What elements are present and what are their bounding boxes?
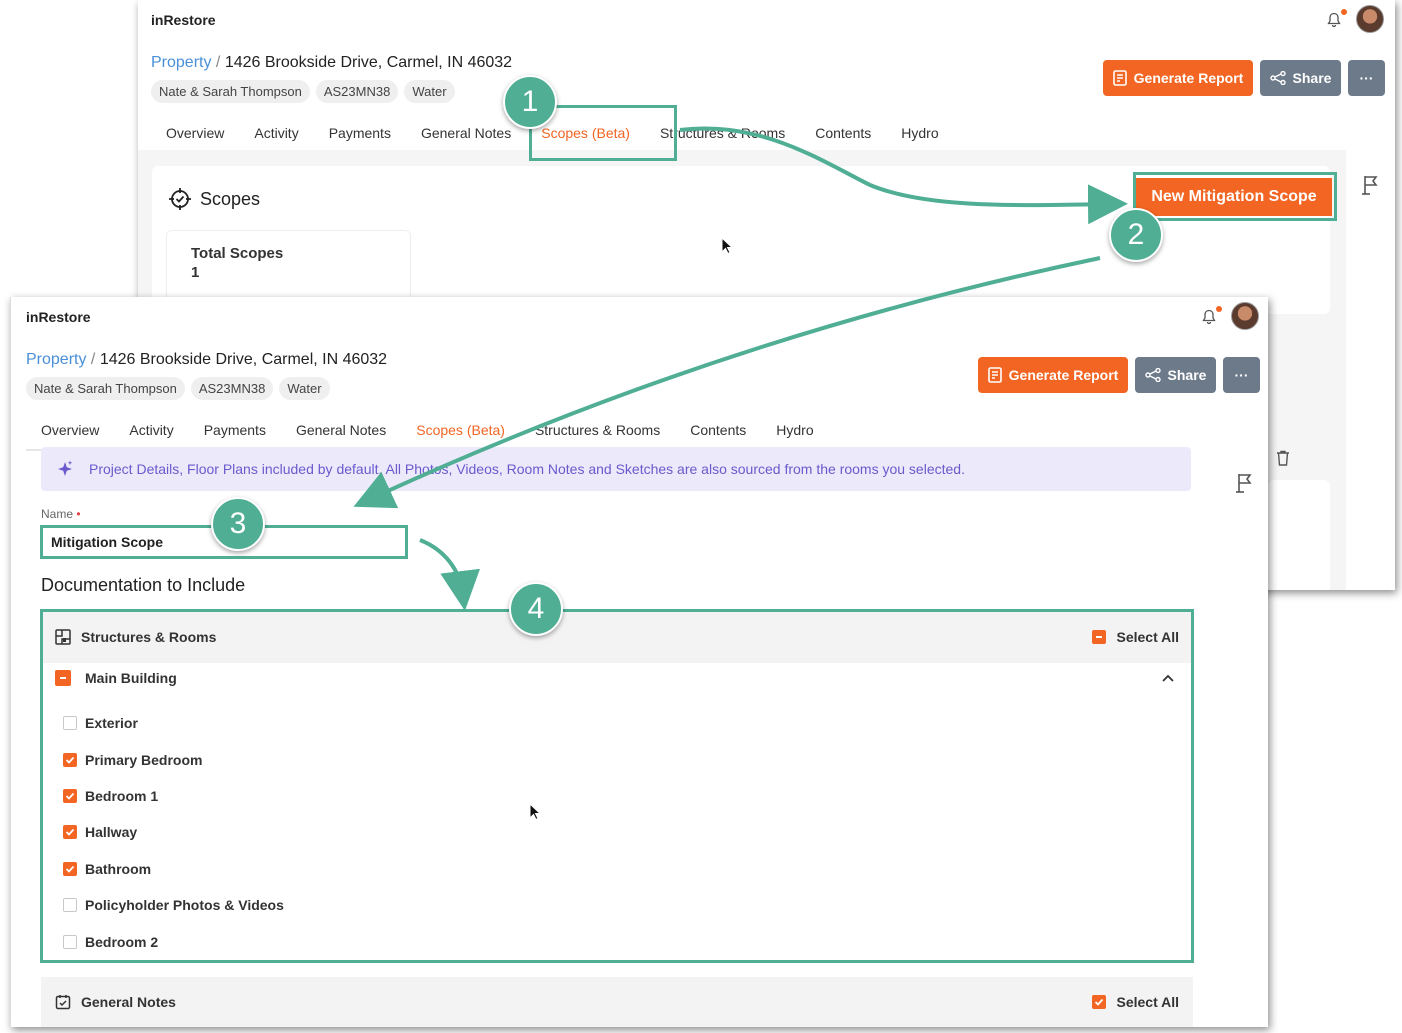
main-building-checkbox[interactable]	[55, 670, 71, 686]
target-icon	[169, 188, 191, 210]
flag-icon[interactable]	[1361, 174, 1381, 196]
tab-hydro[interactable]: Hydro	[776, 422, 814, 438]
share-icon	[1269, 71, 1286, 85]
tab-general-notes[interactable]: General Notes	[295, 422, 387, 438]
room-list: Exterior Primary Bedroom Bedroom 1 Hallw…	[63, 705, 284, 960]
avatar[interactable]	[1356, 5, 1384, 33]
share-button[interactable]: Share	[1260, 60, 1341, 96]
bell-icon[interactable]	[1326, 12, 1342, 28]
tab-structures-rooms[interactable]: Structures & Rooms	[534, 422, 661, 438]
tab-overview[interactable]: Overview	[41, 422, 100, 438]
property-address: 1426 Brookside Drive, Carmel, IN 46032	[224, 54, 513, 71]
room-checkbox[interactable]	[63, 788, 77, 803]
front-window: inRestore Property / 1426 Brookside Driv…	[10, 297, 1268, 1027]
name-label: Name •	[41, 507, 81, 521]
notification-dot	[1216, 306, 1222, 312]
room-item-exterior[interactable]: Exterior	[63, 705, 284, 741]
tab-activity[interactable]: Activity	[129, 422, 174, 438]
right-rail	[1346, 150, 1395, 590]
more-button[interactable]: ···	[1348, 60, 1385, 96]
step-badge-4: 4	[509, 582, 563, 636]
share-icon	[1144, 368, 1161, 382]
tab-scopes[interactable]: Scopes (Beta)	[526, 122, 645, 154]
chip-claim-id: AS23MN38	[190, 377, 274, 400]
step-badge-1: 1	[503, 75, 557, 129]
room-item-hallway[interactable]: Hallway	[63, 814, 284, 850]
generate-report-button[interactable]: Generate Report	[978, 357, 1128, 393]
tab-payments[interactable]: Payments	[203, 422, 266, 438]
room-checkbox[interactable]	[63, 934, 77, 949]
chip-claim-id: AS23MN38	[315, 80, 399, 103]
tree-parent-main-building: Main Building	[55, 670, 1175, 686]
app-name: inRestore	[151, 12, 216, 28]
generate-report-button[interactable]: Generate Report	[1103, 60, 1253, 96]
total-scopes-value: 1	[191, 264, 200, 281]
documentation-heading: Documentation to Include	[41, 575, 246, 595]
tab-activity[interactable]: Activity	[254, 125, 299, 141]
total-scopes-label: Total Scopes	[191, 245, 284, 262]
app-name: inRestore	[26, 309, 91, 325]
more-button[interactable]: ···	[1223, 357, 1260, 393]
room-item-policyholder-photos[interactable]: Policyholder Photos & Videos	[63, 887, 284, 923]
trash-icon[interactable]	[1276, 450, 1290, 466]
room-checkbox[interactable]	[63, 861, 77, 876]
room-item-bedroom-1[interactable]: Bedroom 1	[63, 778, 284, 814]
share-button[interactable]: Share	[1135, 357, 1216, 393]
tab-overview[interactable]: Overview	[166, 125, 225, 141]
chip-owner: Nate & Sarah Thompson	[151, 80, 310, 103]
section-structures-rooms[interactable]: Structures & Rooms Select All	[41, 611, 1193, 663]
new-mitigation-scope-button[interactable]: New Mitigation Scope	[1136, 178, 1332, 216]
chevron-up-icon[interactable]	[1161, 673, 1175, 683]
avatar[interactable]	[1231, 302, 1259, 330]
report-icon	[1112, 70, 1127, 86]
tab-structures-rooms[interactable]: Structures & Rooms	[659, 125, 786, 141]
tab-scopes[interactable]: Scopes (Beta)	[401, 419, 520, 451]
select-all-checkbox[interactable]	[1092, 995, 1107, 1009]
room-item-primary-bedroom[interactable]: Primary Bedroom	[63, 741, 284, 777]
tab-hydro[interactable]: Hydro	[901, 125, 939, 141]
tab-contents[interactable]: Contents	[690, 422, 747, 438]
step-badge-3: 3	[211, 497, 265, 551]
sparkle-icon	[58, 460, 73, 476]
section-general-notes[interactable]: General Notes Select All	[41, 977, 1193, 1027]
floorplan-icon	[55, 629, 71, 645]
flag-icon[interactable]	[1235, 472, 1255, 494]
select-all-notes[interactable]: Select All	[1092, 994, 1179, 1010]
breadcrumb-property-link[interactable]: Property	[151, 54, 212, 71]
step-badge-2: 2	[1109, 208, 1163, 262]
room-checkbox[interactable]	[63, 752, 77, 767]
mouse-cursor-icon	[529, 803, 541, 821]
scopes-heading: Scopes	[168, 187, 260, 211]
room-item-bedroom-2[interactable]: Bedroom 2	[63, 923, 284, 959]
chip-owner: Nate & Sarah Thompson	[26, 377, 185, 400]
room-checkbox[interactable]	[63, 825, 77, 840]
chip-loss-type: Water	[404, 80, 455, 103]
breadcrumb: Property / 1426 Brookside Drive, Carmel,…	[151, 54, 513, 71]
info-banner: Project Details, Floor Plans included by…	[41, 447, 1191, 491]
room-checkbox[interactable]	[63, 716, 77, 731]
info-banner-text: Project Details, Floor Plans included by…	[89, 461, 965, 477]
room-checkbox[interactable]	[63, 898, 77, 913]
mouse-cursor-icon	[721, 237, 733, 255]
property-chips: Nate & Sarah Thompson AS23MN38 Water	[151, 80, 455, 103]
breadcrumb-property-link[interactable]: Property	[26, 351, 87, 368]
property-chips: Nate & Sarah Thompson AS23MN38 Water	[26, 377, 330, 400]
select-all-checkbox[interactable]	[1092, 630, 1107, 644]
scope-list-card	[1268, 480, 1330, 590]
breadcrumb: Property / 1426 Brookside Drive, Carmel,…	[26, 351, 388, 368]
chip-loss-type: Water	[279, 377, 330, 400]
room-item-bathroom[interactable]: Bathroom	[63, 851, 284, 887]
tab-payments[interactable]: Payments	[328, 125, 391, 141]
property-address: 1426 Brookside Drive, Carmel, IN 46032	[99, 351, 388, 368]
tab-general-notes[interactable]: General Notes	[420, 125, 512, 141]
tab-contents[interactable]: Contents	[815, 125, 872, 141]
notes-icon	[55, 995, 71, 1010]
notification-dot	[1341, 9, 1347, 15]
select-all-structures[interactable]: Select All	[1092, 629, 1179, 645]
bell-icon[interactable]	[1201, 309, 1217, 325]
report-icon	[987, 367, 1002, 383]
